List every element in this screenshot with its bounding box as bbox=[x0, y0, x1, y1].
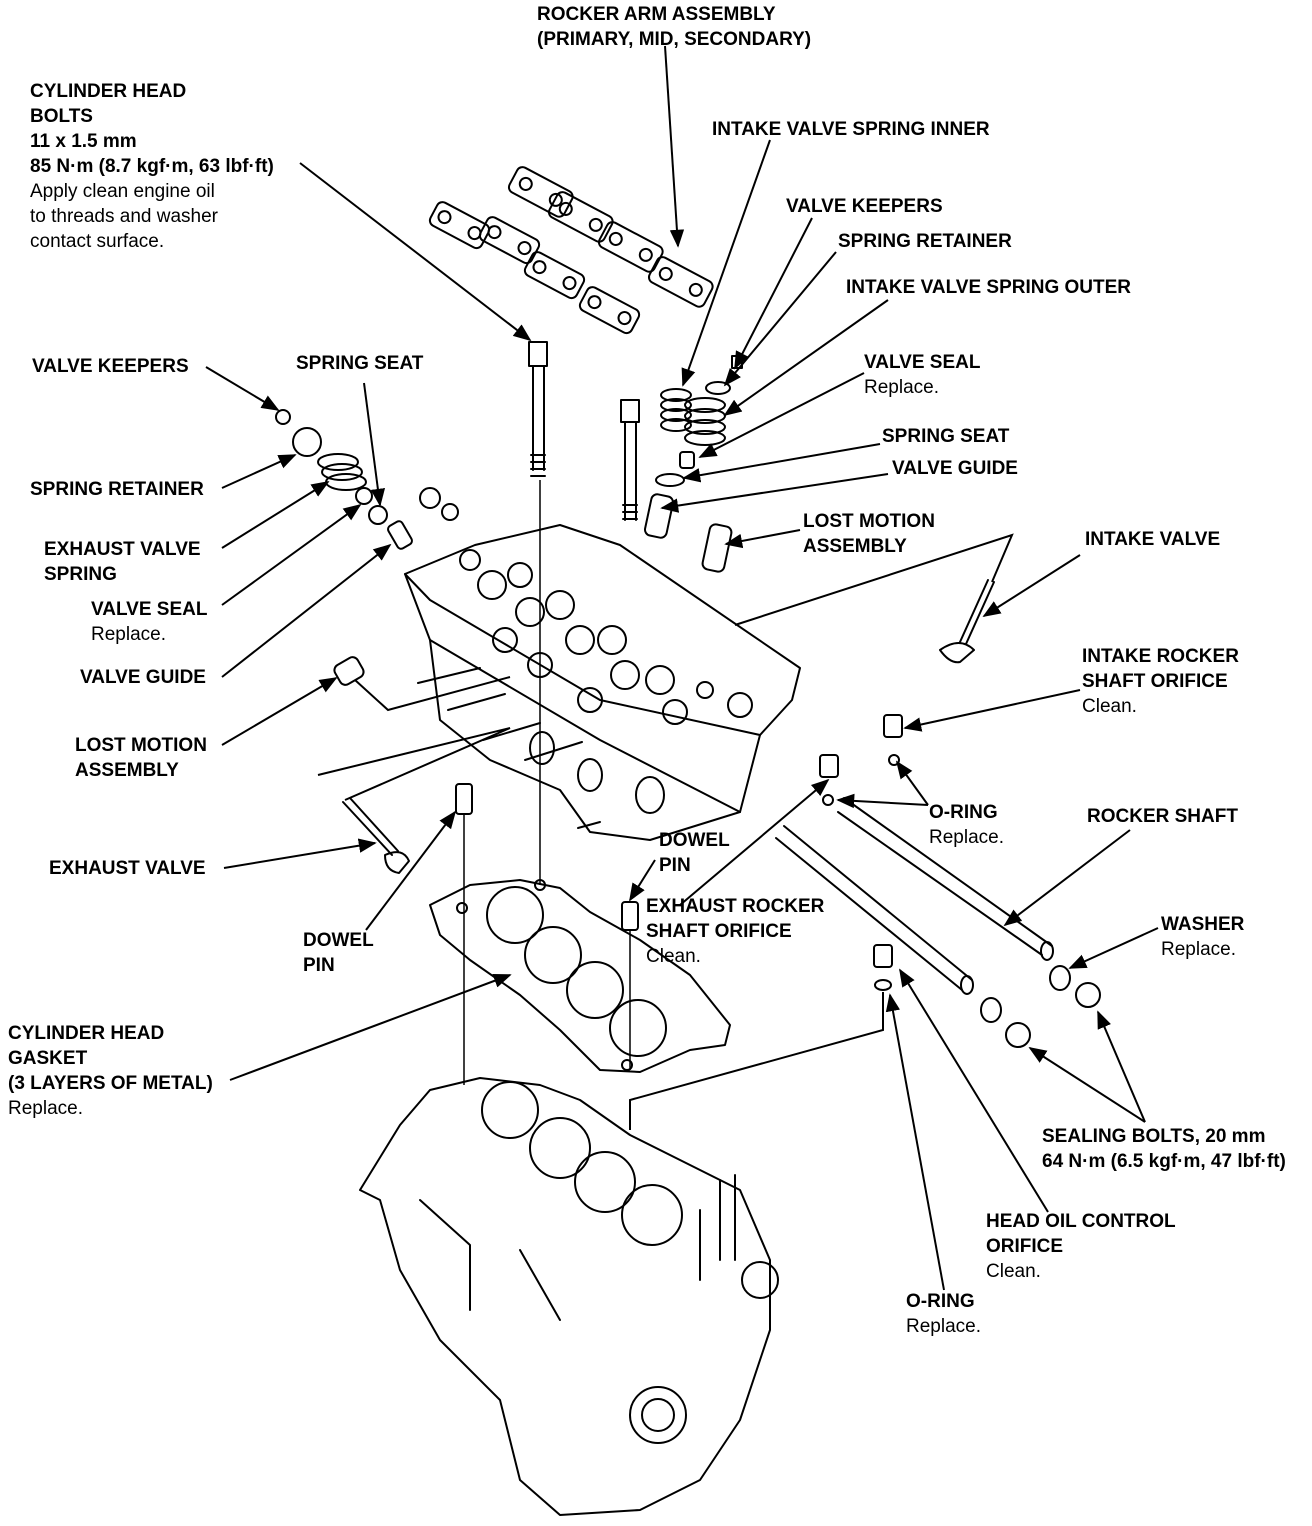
leader-lost-motion-r bbox=[724, 529, 801, 549]
label-valve-keepers-left: VALVE KEEPERS bbox=[32, 356, 189, 377]
leader-lost-motion-l bbox=[221, 677, 338, 746]
dowel-pin-left-part bbox=[455, 783, 473, 815]
leader-spring-seat-l bbox=[363, 382, 386, 507]
leader-exhaust-orifice bbox=[679, 778, 830, 906]
rocker-shafts bbox=[775, 714, 1101, 1048]
engine-block bbox=[359, 1077, 779, 1516]
leader-vseal-r bbox=[698, 372, 865, 458]
leader-ev-bracket bbox=[317, 727, 511, 801]
leader-retainer-l bbox=[221, 454, 297, 489]
label-rocker-arm-assembly: ROCKER ARM ASSEMBLY(PRIMARY, MID, SECOND… bbox=[537, 4, 812, 50]
leader-oring-lower bbox=[885, 993, 945, 1291]
leader-vguide-l bbox=[221, 543, 392, 678]
leader-head-oil bbox=[899, 968, 1049, 1213]
label-spring-seat-left: SPRING SEAT bbox=[296, 353, 424, 374]
leader-exhaust-valve bbox=[223, 838, 377, 869]
label-intake-valve: INTAKE VALVE bbox=[1085, 529, 1221, 550]
label-spring-seat-right: SPRING SEAT bbox=[882, 426, 1010, 447]
leader-vguide-r bbox=[660, 473, 889, 513]
leader-vseal-l bbox=[221, 503, 362, 606]
rocker-arms bbox=[428, 166, 714, 335]
label-valve-guide-right: VALVE GUIDE bbox=[892, 458, 1018, 479]
leader-washer bbox=[1068, 927, 1159, 969]
label-rocker-shaft: ROCKER SHAFT bbox=[1087, 806, 1238, 827]
leader-keepers-r bbox=[734, 217, 813, 370]
leader-rocker bbox=[664, 45, 685, 248]
leader-retainer-r bbox=[723, 251, 837, 387]
leader-sealing-2 bbox=[1097, 1010, 1146, 1123]
leader-iv-bracket bbox=[734, 533, 1014, 626]
leader-intake-valve bbox=[982, 554, 1081, 617]
leader-ivs-outer bbox=[723, 299, 889, 417]
leader-gasket bbox=[229, 973, 512, 1081]
label-spring-retainer-right: SPRING RETAINER bbox=[838, 231, 1012, 252]
head-bolts bbox=[528, 341, 640, 521]
leader-sealing-1 bbox=[1028, 1047, 1146, 1123]
leader-lost-motion-l-link bbox=[354, 676, 511, 712]
cylinder-head bbox=[404, 524, 801, 841]
leader-oring-upper bbox=[836, 793, 929, 809]
label-intake-valve-spring-outer: INTAKE VALVE SPRING OUTER bbox=[846, 277, 1132, 298]
leader-dowel-left bbox=[365, 810, 457, 931]
label-spring-retainer-left: SPRING RETAINER bbox=[30, 479, 204, 500]
leader-oring-upper-2 bbox=[895, 760, 929, 806]
label-intake-valve-spring-inner: INTAKE VALVE SPRING INNER bbox=[712, 119, 990, 140]
dowel-pin-center-part bbox=[621, 901, 639, 931]
leader-dowel-center bbox=[629, 859, 656, 902]
leader-ivs-inner bbox=[681, 139, 771, 387]
label-exhaust-valve: EXHAUST VALVE bbox=[49, 858, 206, 879]
leader-oring-lower-link bbox=[629, 992, 884, 1130]
leader-intake-orifice bbox=[903, 689, 1081, 732]
leader-keepers-l bbox=[205, 366, 280, 411]
label-valve-keepers-right: VALVE KEEPERS bbox=[786, 196, 943, 217]
leader-rocker-shaft bbox=[1003, 829, 1131, 927]
label-valve-guide-left: VALVE GUIDE bbox=[80, 667, 206, 688]
intake-valve-train bbox=[643, 355, 995, 664]
leader-head-bolts bbox=[299, 162, 532, 342]
leader-evs bbox=[221, 481, 330, 549]
leader-spring-seat-r bbox=[682, 443, 881, 483]
